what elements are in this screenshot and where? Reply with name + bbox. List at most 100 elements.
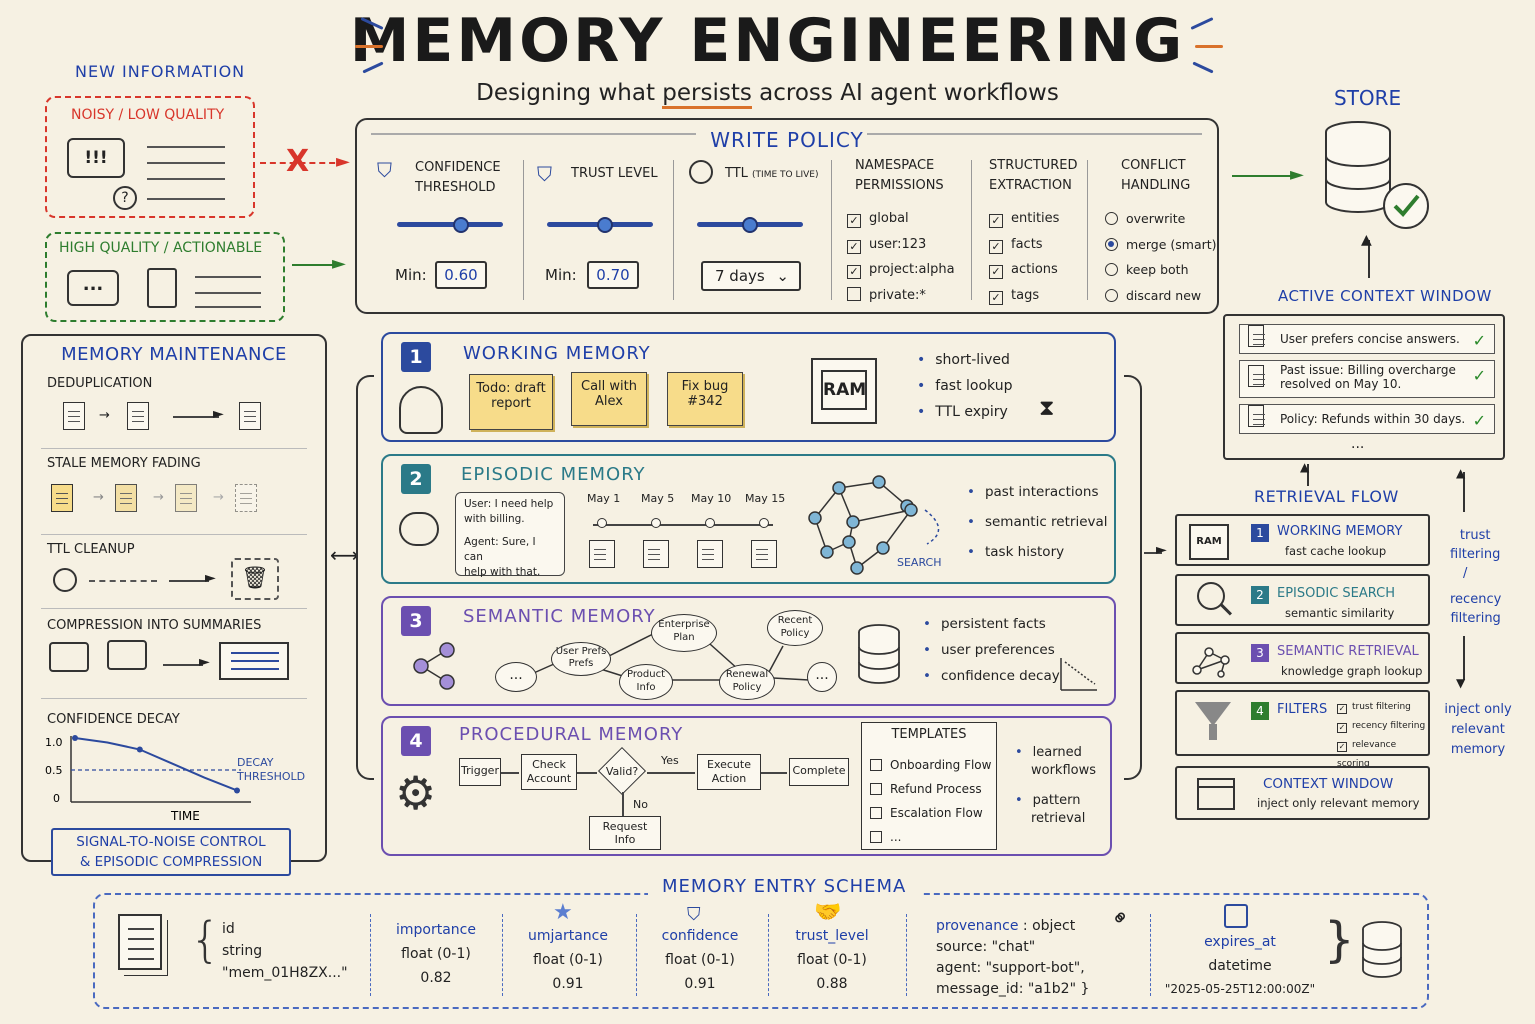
checkbox[interactable]: ✓: [847, 239, 861, 254]
document-icon: [175, 484, 197, 512]
trust-min-input[interactable]: 0.70: [587, 261, 639, 289]
decay-point: [234, 787, 240, 794]
graph-node: ...: [807, 662, 837, 692]
radio-selected[interactable]: [1105, 237, 1118, 251]
checkbox[interactable]: ✓: [989, 290, 1003, 305]
checkbox[interactable]: ✓: [847, 214, 861, 228]
filter-option[interactable]: ✓recency filtering: [1337, 721, 1426, 733]
template-option[interactable]: ...: [870, 825, 991, 849]
chat-bubbles-icon: [49, 642, 89, 672]
store-label: STORE: [1334, 86, 1402, 110]
retrieval-step: RAM 1 WORKING MEMORY fast cache lookup: [1175, 514, 1430, 566]
funnel-icon: [1195, 702, 1231, 726]
document-icon: [239, 402, 261, 430]
conflict-option[interactable]: discard new: [1105, 283, 1217, 309]
template-option[interactable]: Escalation Flow: [870, 801, 991, 825]
radio[interactable]: [1105, 288, 1118, 302]
confidence-decay-chart: 1.0 0.5 0 DECAY THRESHOLD TIME: [45, 735, 305, 823]
checkbox[interactable]: ✓: [1337, 704, 1347, 714]
timeline-date: May 5: [641, 492, 675, 505]
ram-chip-icon: RAM: [1189, 524, 1229, 560]
extraction-option[interactable]: ✓tags: [989, 283, 1059, 309]
hourglass-icon: ⧗: [1039, 396, 1055, 421]
checkbox[interactable]: [870, 783, 882, 795]
extraction-option[interactable]: ✓actions: [989, 257, 1059, 283]
conflict-option[interactable]: merge (smart): [1105, 232, 1217, 258]
confidence-min-label: Min:: [395, 266, 427, 284]
store-arrow: [1232, 175, 1296, 177]
brain-head-icon: [399, 386, 443, 434]
checkbox[interactable]: [847, 286, 861, 301]
checkbox[interactable]: ✓: [989, 265, 1003, 279]
filter-option[interactable]: ✓trust filtering: [1337, 702, 1411, 714]
checkbox[interactable]: ✓: [989, 239, 1003, 254]
document-icon: [589, 540, 615, 568]
templates-title: TEMPLATES: [891, 727, 967, 742]
checkbox[interactable]: [870, 759, 882, 771]
namespace-option[interactable]: private:*: [847, 283, 955, 309]
structured-list: ✓entities ✓facts ✓actions ✓tags: [989, 206, 1059, 308]
bullet-item: confidence decay: [923, 668, 1060, 684]
database-check-icon: [1325, 121, 1429, 229]
namespace-list: ✓global ✓user:123 ✓project:alpha private…: [847, 206, 955, 308]
maintenance-panel: MEMORY MAINTENANCE DEDUPLICATION → ► STA…: [21, 334, 327, 876]
trust-min-label: Min:: [545, 266, 577, 284]
page-subtitle: Designing what persists across AI agent …: [0, 80, 1535, 109]
arrow-icon: →: [99, 408, 110, 423]
namespace-option[interactable]: ✓project:alpha: [847, 257, 955, 283]
timeline-date: May 1: [587, 492, 621, 505]
template-option[interactable]: Onboarding Flow: [870, 753, 991, 777]
radio[interactable]: [1105, 263, 1118, 276]
schema-title: MEMORY ENTRY SCHEMA: [648, 876, 921, 897]
stale-fading-label: STALE MEMORY FADING: [47, 456, 201, 471]
bullet-item: task history: [967, 544, 1064, 560]
confidence-slider-knob[interactable]: [452, 217, 469, 233]
checkbox[interactable]: [870, 831, 882, 843]
filter-option[interactable]: ✓relevance scoring: [1337, 740, 1397, 769]
conflict-option[interactable]: overwrite: [1105, 206, 1217, 232]
trust-slider-knob[interactable]: [597, 217, 614, 233]
confidence-min-input[interactable]: 0.60: [435, 261, 487, 289]
documents-icon: [118, 914, 162, 970]
left-bracket: [356, 375, 374, 780]
document-icon: [51, 484, 73, 512]
shield-star-icon: ⛉: [377, 158, 392, 182]
checkbox[interactable]: ✓: [1337, 742, 1347, 752]
procedural-memory-title: PROCEDURAL MEMORY: [459, 724, 684, 745]
checkbox[interactable]: ✓: [989, 214, 1003, 228]
document-icon: [643, 540, 669, 568]
noisy-label: NOISY / LOW QUALITY: [71, 107, 225, 123]
step-badge: 3: [401, 606, 431, 636]
quality-box: HIGH QUALITY / ACTIONABLE ...: [45, 232, 285, 322]
ttl-select[interactable]: 7 days⌄: [701, 261, 801, 291]
checkbox[interactable]: ✓: [1337, 723, 1347, 733]
context-item: Policy: Refunds within 30 days.✓: [1239, 404, 1495, 434]
namespace-option[interactable]: ✓global: [847, 206, 955, 232]
page-title: MEMORY ENGINEERING: [349, 6, 1186, 76]
to-retrieval-arrow: [1144, 552, 1162, 554]
checkbox[interactable]: [870, 807, 882, 819]
up-arrow: [1307, 464, 1309, 486]
conflict-option[interactable]: keep both: [1105, 257, 1217, 283]
templates-panel: TEMPLATES Onboarding Flow Refund Process…: [861, 722, 997, 850]
template-option[interactable]: Refund Process: [870, 777, 991, 801]
radio[interactable]: [1105, 212, 1118, 225]
extraction-option[interactable]: ✓facts: [989, 232, 1059, 258]
document-icon: [127, 402, 149, 430]
checkbox[interactable]: ✓: [847, 265, 861, 279]
ttl-label: TTL (TIME TO LIVE): [725, 166, 819, 181]
confidence-slider[interactable]: [397, 222, 503, 227]
namespace-option[interactable]: ✓user:123: [847, 232, 955, 258]
ttl-slider-knob[interactable]: [742, 217, 758, 233]
database-icon: [858, 624, 900, 684]
share-nodes-icon: [413, 642, 455, 690]
extraction-option[interactable]: ✓entities: [989, 206, 1059, 232]
